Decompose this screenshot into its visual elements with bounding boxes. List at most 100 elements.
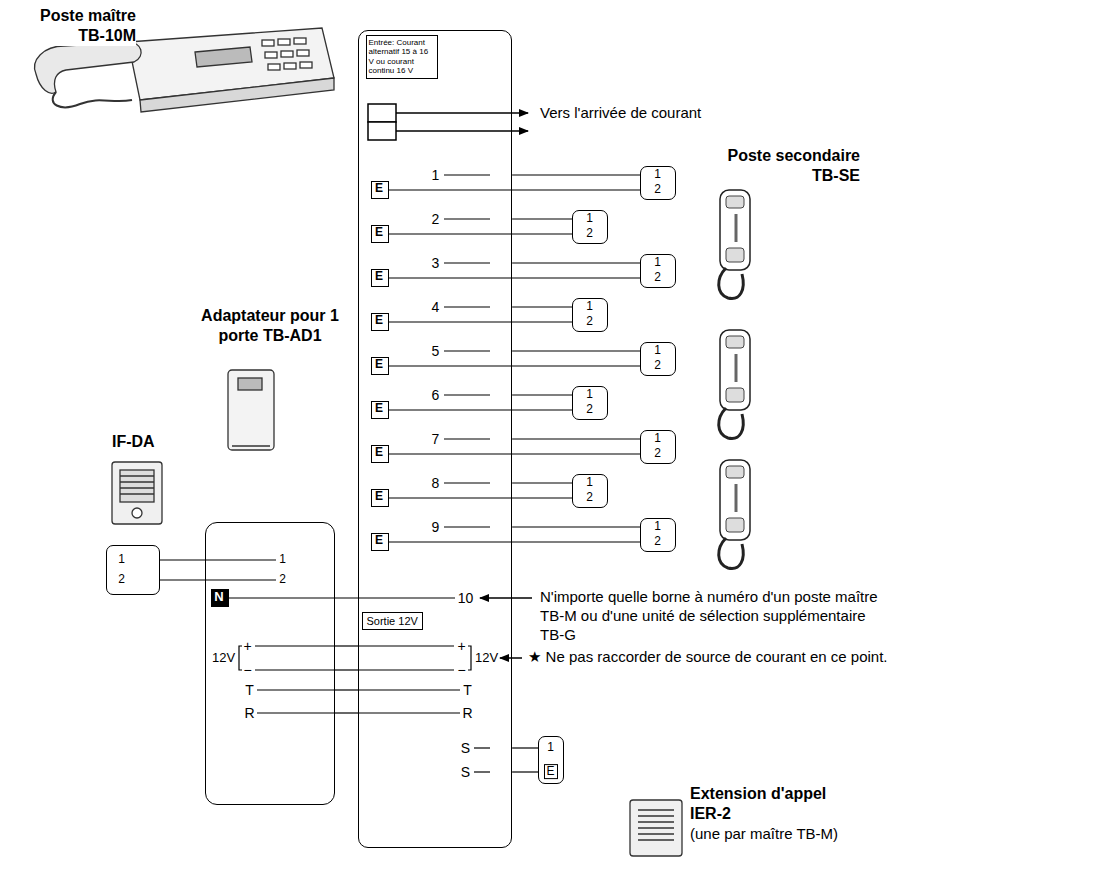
- wire: [512, 394, 572, 395]
- terminal-label: S: [461, 739, 470, 755]
- wiring-note: N'importe quelle borne à numéro d'un pos…: [540, 588, 885, 644]
- terminal-label: E: [375, 402, 383, 416]
- terminal-label: 2: [279, 573, 286, 587]
- terminal-label: N: [214, 590, 223, 605]
- terminal-label: E: [375, 270, 383, 284]
- terminal-label: E: [375, 358, 383, 372]
- power-note: Vers l'arrivée de courant: [540, 104, 701, 123]
- terminal-stub-wires: [130, 175, 490, 772]
- wire: [389, 277, 641, 278]
- terminal-label: E: [375, 314, 383, 328]
- terminal-label: 1: [654, 168, 661, 182]
- wire: [389, 233, 573, 234]
- station-title: Adaptateur pour 1 porte TB-AD1: [200, 306, 340, 346]
- wire: [389, 321, 573, 322]
- terminal-label: 2: [654, 183, 661, 197]
- earth-terminal: E: [371, 533, 389, 551]
- terminal-label: 2: [118, 573, 125, 587]
- terminal-label: E: [375, 534, 383, 548]
- terminal-label: S: [461, 763, 470, 779]
- station-title: Poste secondaire TB-SE: [712, 146, 860, 186]
- terminal-label: +: [457, 637, 465, 653]
- output-12v-box: Sortie 12V: [362, 612, 423, 630]
- door-adapter-illustration: [228, 370, 274, 450]
- power-input-box: Entrée: Courant alternatif 15 à 16 V ou …: [366, 35, 438, 79]
- earth-terminal: E: [371, 401, 389, 419]
- wire: [512, 306, 572, 307]
- wire: [389, 497, 573, 498]
- wire: [512, 747, 538, 748]
- wire: [335, 712, 358, 713]
- terminal-label: 1: [654, 520, 661, 534]
- wire: [335, 645, 358, 646]
- terminal-label: 1: [654, 432, 661, 446]
- terminal-label: 1: [586, 300, 593, 314]
- terminal-label: 2: [586, 403, 593, 417]
- terminal-label: 12V: [475, 650, 498, 665]
- station-title: Extension d'appel IER-2: [690, 784, 830, 824]
- wire: [512, 438, 640, 439]
- terminal-label: E: [543, 764, 557, 780]
- substation-terminal-block: 12: [640, 430, 676, 464]
- terminal-label: 8: [432, 474, 440, 490]
- wire: [389, 409, 573, 410]
- terminal-label: E: [375, 182, 383, 196]
- handset-illustration: [719, 190, 750, 298]
- substation-terminal-block: 12: [572, 210, 608, 244]
- earth-terminal: E: [371, 269, 389, 287]
- earth-terminal: E: [371, 225, 389, 243]
- wire: [512, 218, 572, 219]
- terminal-label: 1: [586, 212, 593, 226]
- terminal-label: 2: [654, 535, 661, 549]
- terminal-label: −: [243, 661, 251, 677]
- terminal-label: 9: [432, 518, 440, 534]
- substation-terminal-block: 12: [640, 166, 676, 200]
- terminal-label: R: [462, 704, 472, 720]
- earth-terminal: E: [371, 489, 389, 507]
- earth-terminal: E: [371, 181, 389, 199]
- terminal-label: 1: [654, 344, 661, 358]
- substation-handsets: [719, 190, 750, 568]
- terminal-label: 2: [432, 210, 440, 226]
- wire: [335, 669, 358, 670]
- wire: [512, 771, 538, 772]
- door-station-illustration: [112, 462, 162, 524]
- station-title: Poste maître TB-10M: [18, 6, 136, 46]
- terminal-label: Entrée: Courant alternatif 15 à 16 V ou …: [369, 38, 435, 76]
- note-arrows: [480, 598, 532, 658]
- terminal-label: +: [243, 637, 251, 653]
- door-adapter-terminal-block: 12+12V−TRN: [205, 522, 335, 805]
- terminal-label: 4: [432, 298, 440, 314]
- wire: [389, 453, 641, 454]
- extension-terminal-block: 1E: [538, 736, 564, 784]
- wire: [160, 559, 205, 560]
- terminal-label: Sortie 12V: [367, 614, 418, 628]
- terminal-label: −: [457, 661, 465, 677]
- terminal-label: R: [244, 704, 254, 720]
- terminal-label: 1: [547, 741, 554, 755]
- terminal-label: 7: [432, 430, 440, 446]
- terminal-label: 1: [654, 256, 661, 270]
- wire: [160, 579, 205, 580]
- substation-terminal-block: 12: [572, 386, 608, 420]
- n-terminal: N: [211, 589, 229, 607]
- wire: [335, 689, 358, 690]
- substation-terminal-block: 12: [640, 518, 676, 552]
- station-note: (une par maître TB-M): [690, 825, 838, 844]
- terminal-label: 1: [586, 476, 593, 490]
- terminal-label: T: [463, 681, 472, 697]
- terminal-label: 1: [586, 388, 593, 402]
- terminal-label: 1: [118, 553, 125, 567]
- warning-note: ★ Ne pas raccorder de source de courant …: [528, 648, 887, 667]
- terminal-label: 3: [432, 254, 440, 270]
- substation-terminal-block: 12: [572, 474, 608, 508]
- wire: [229, 597, 359, 598]
- terminal-label: 1: [432, 166, 440, 182]
- wire: [389, 541, 641, 542]
- terminal-label: 2: [654, 271, 661, 285]
- wire: [512, 350, 640, 351]
- earth-terminal: E: [371, 357, 389, 375]
